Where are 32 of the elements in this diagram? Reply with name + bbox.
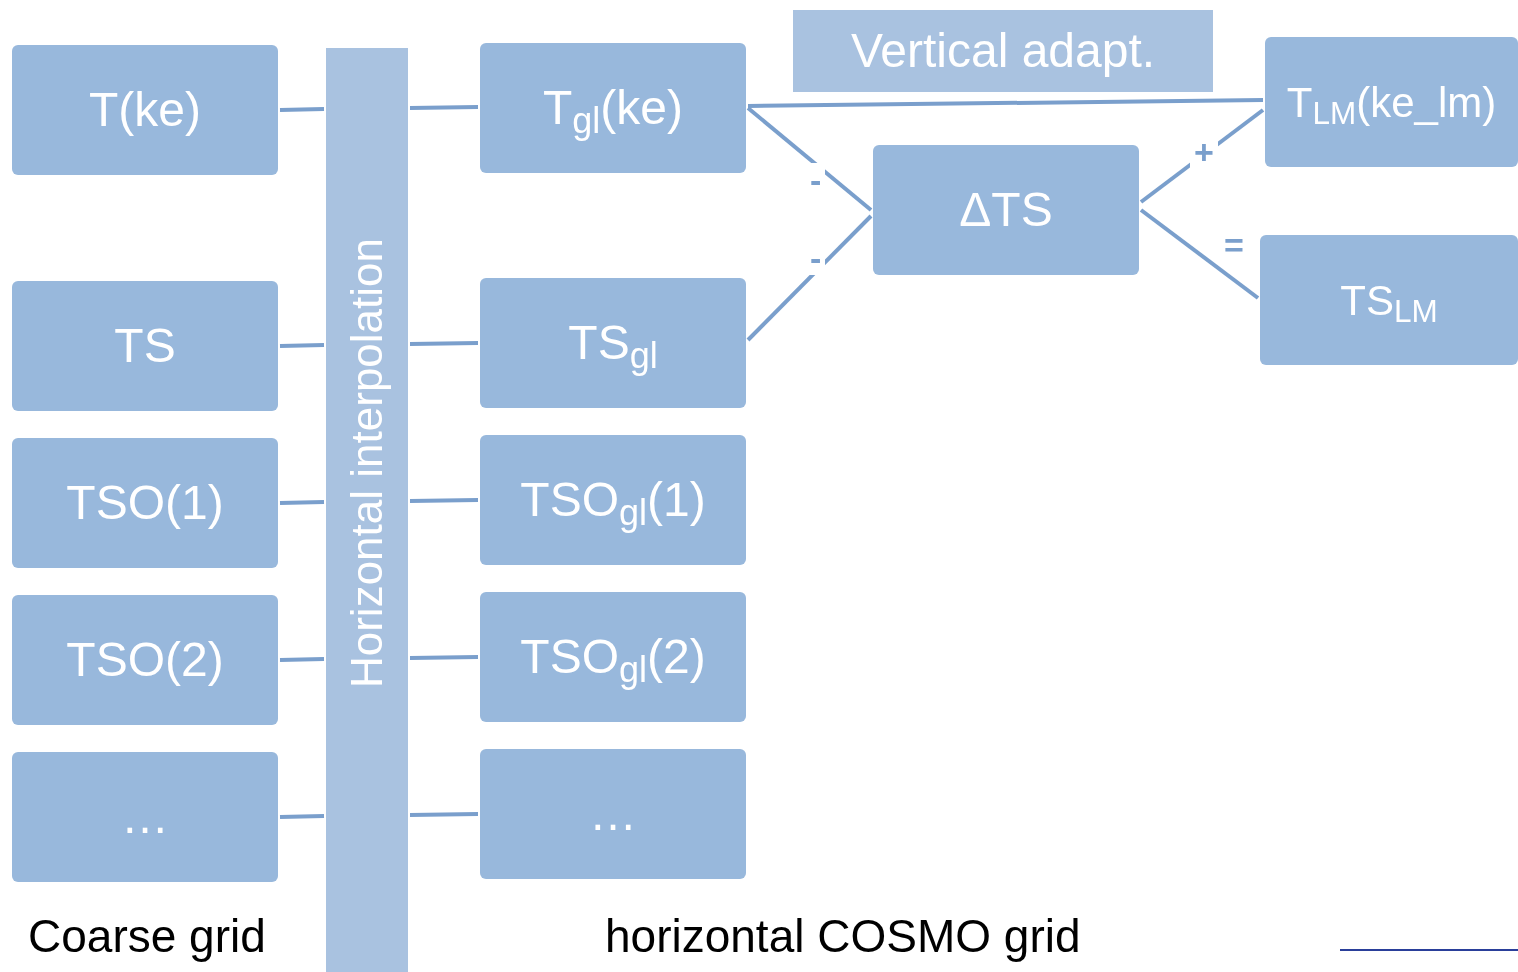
connector-line [279, 343, 325, 348]
connector-line [746, 214, 873, 342]
connector-line [409, 812, 479, 817]
process-box: ΔTS [873, 145, 1139, 275]
process-box: TS$_{LM}$ [1260, 235, 1518, 365]
process-box: TS$_{gl}$ [480, 278, 746, 408]
connector-line [279, 500, 325, 505]
grid-caption: horizontal COSMO grid [605, 909, 1081, 964]
process-box: T(ke) [12, 45, 278, 175]
connector-line [409, 655, 479, 660]
process-box: Vertical adapt. [793, 10, 1213, 92]
process-box: T$_{LM}$(ke_lm) [1265, 37, 1518, 167]
bar-label: Horizontal interpolation [345, 238, 389, 688]
process-box: … [480, 749, 746, 879]
connector-line [279, 657, 325, 662]
process-box: TSO(1) [12, 438, 278, 568]
process-box: TS [12, 281, 278, 411]
process-box: … [12, 752, 278, 882]
process-box: TSO$_{gl}$(1) [480, 435, 746, 565]
process-box: TSO(2) [12, 595, 278, 725]
connector-line [279, 107, 325, 112]
connector-line [279, 814, 325, 819]
process-box: T$_{gl}$(ke) [480, 43, 746, 173]
connector-line [747, 98, 1264, 108]
process-box: TSO$_{gl}$(2) [480, 592, 746, 722]
connector-line [746, 106, 873, 212]
connector-line [1139, 208, 1260, 300]
interpolation-bar [326, 48, 408, 972]
connector-line [409, 498, 479, 503]
connector-line [409, 105, 479, 110]
grid-caption: Coarse grid [28, 909, 266, 964]
connector-line [409, 341, 479, 346]
